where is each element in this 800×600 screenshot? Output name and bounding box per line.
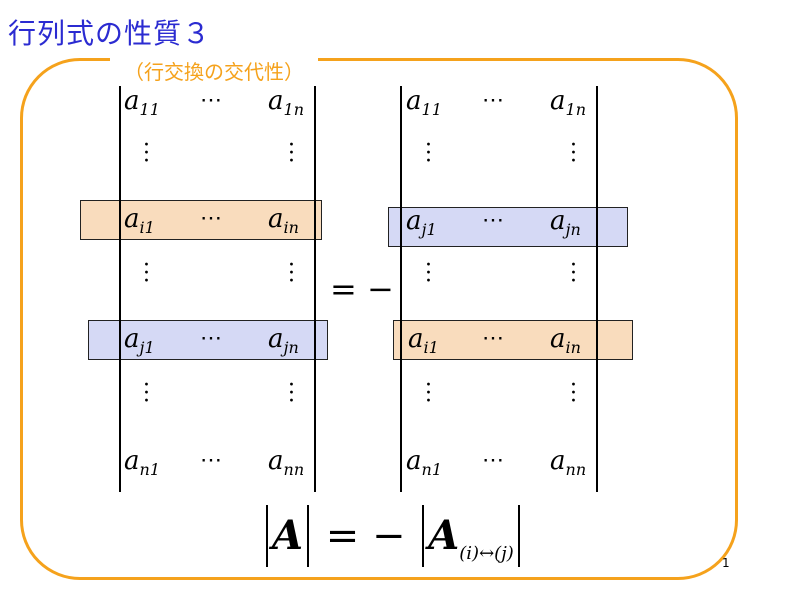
formula-rhs-sub: (i)↔(j) <box>459 543 514 564</box>
slide-subtitle: （行交換の交代性） <box>110 56 318 85</box>
left-vdots-3a: ··· <box>143 373 150 414</box>
left-a11: a11 <box>124 86 160 119</box>
right-ann: ann <box>550 446 587 479</box>
formula-rhs: A <box>428 512 460 559</box>
left-vdots-2a: ··· <box>143 253 150 294</box>
abs-bar-right-2 <box>517 505 520 567</box>
right-vdots-1a: ··· <box>425 133 432 174</box>
left-aj1: aj1 <box>124 324 155 357</box>
left-row-j-highlight <box>88 320 328 360</box>
right-an1: an1 <box>406 446 442 479</box>
right-hdots-1: ⋯ <box>482 88 504 113</box>
right-vdots-1b: ··· <box>570 133 577 174</box>
page-number: 1 <box>722 556 730 570</box>
abs-bar-right-1 <box>307 505 310 567</box>
right-a1n: a1n <box>550 86 586 119</box>
right-ain: ain <box>550 324 581 357</box>
left-hdots-i: ⋯ <box>200 206 222 231</box>
right-a11: a11 <box>406 86 442 119</box>
slide-title: 行列式の性質３ <box>8 17 212 50</box>
formula-lhs: A <box>272 512 304 559</box>
left-vdots-1b: ··· <box>288 133 295 174</box>
left-ain: ain <box>268 204 299 237</box>
rounded-frame <box>20 58 738 580</box>
left-matrix-right-bar <box>314 86 316 492</box>
left-a1n: a1n <box>268 86 304 119</box>
right-ajn: ajn <box>550 206 581 239</box>
left-ajn: ajn <box>268 324 299 357</box>
determinant-formula: A = − A(i)↔(j) <box>262 505 524 567</box>
right-vdots-2b: ··· <box>570 253 577 294</box>
left-vdots-3b: ··· <box>288 373 295 414</box>
left-vdots-1a: ··· <box>143 133 150 174</box>
abs-bar-left-2 <box>422 505 425 567</box>
right-vdots-2a: ··· <box>425 253 432 294</box>
right-hdots-i: ⋯ <box>482 326 504 351</box>
left-vdots-2b: ··· <box>288 253 295 294</box>
right-hdots-j: ⋯ <box>482 208 504 233</box>
right-matrix-right-bar <box>596 86 598 492</box>
left-ann: ann <box>268 446 305 479</box>
right-vdots-3a: ··· <box>425 373 432 414</box>
left-matrix-left-bar <box>119 86 121 492</box>
right-matrix-left-bar <box>400 86 402 492</box>
right-vdots-3b: ··· <box>570 373 577 414</box>
right-aj1: aj1 <box>406 206 437 239</box>
right-hdots-n: ⋯ <box>482 448 504 473</box>
abs-bar-left-1 <box>266 505 268 567</box>
equals-negative: = − <box>330 270 394 308</box>
right-ai1: ai1 <box>408 324 439 357</box>
left-ai1: ai1 <box>124 204 155 237</box>
left-hdots-j: ⋯ <box>200 326 222 351</box>
left-an1: an1 <box>124 446 160 479</box>
right-row-i-highlight <box>393 320 633 360</box>
right-row-j-highlight <box>388 207 628 247</box>
left-hdots-n: ⋯ <box>200 448 222 473</box>
left-hdots-1: ⋯ <box>200 88 222 113</box>
formula-op: = − <box>325 513 406 559</box>
